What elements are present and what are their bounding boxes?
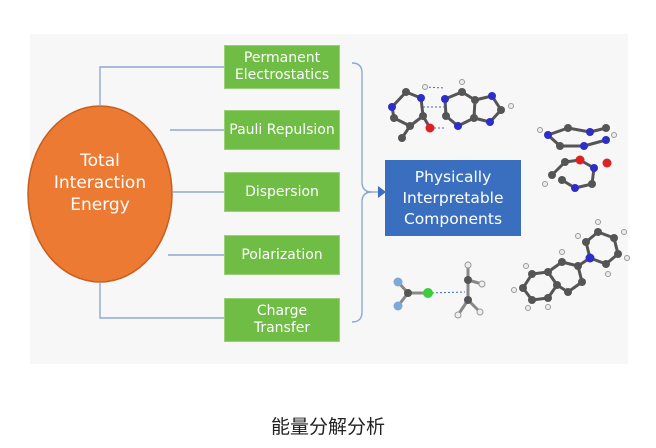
stacked-molecule xyxy=(537,124,617,192)
component-pauli-repulsion: Pauli Repulsion xyxy=(224,110,340,150)
base-pair-molecule xyxy=(388,79,514,142)
connector-charge-transfer xyxy=(99,282,224,319)
connector-electrostatics xyxy=(99,66,224,106)
figure-caption: 能量分解分析 xyxy=(270,416,385,438)
halogen-complex xyxy=(393,261,486,319)
component-electrostatics: Permanent Electrostatics xyxy=(224,45,340,89)
component-charge-transfer: Charge Transfer xyxy=(224,298,340,342)
aromatic-amine-molecule xyxy=(511,219,630,311)
arrow-head xyxy=(378,186,386,198)
interpretable-components-box: Physically Interpretable Components xyxy=(385,160,521,236)
total-energy-label: Total Interaction Energy xyxy=(53,151,147,215)
component-dispersion: Dispersion xyxy=(224,172,340,212)
component-polarization: Polarization xyxy=(224,235,340,275)
